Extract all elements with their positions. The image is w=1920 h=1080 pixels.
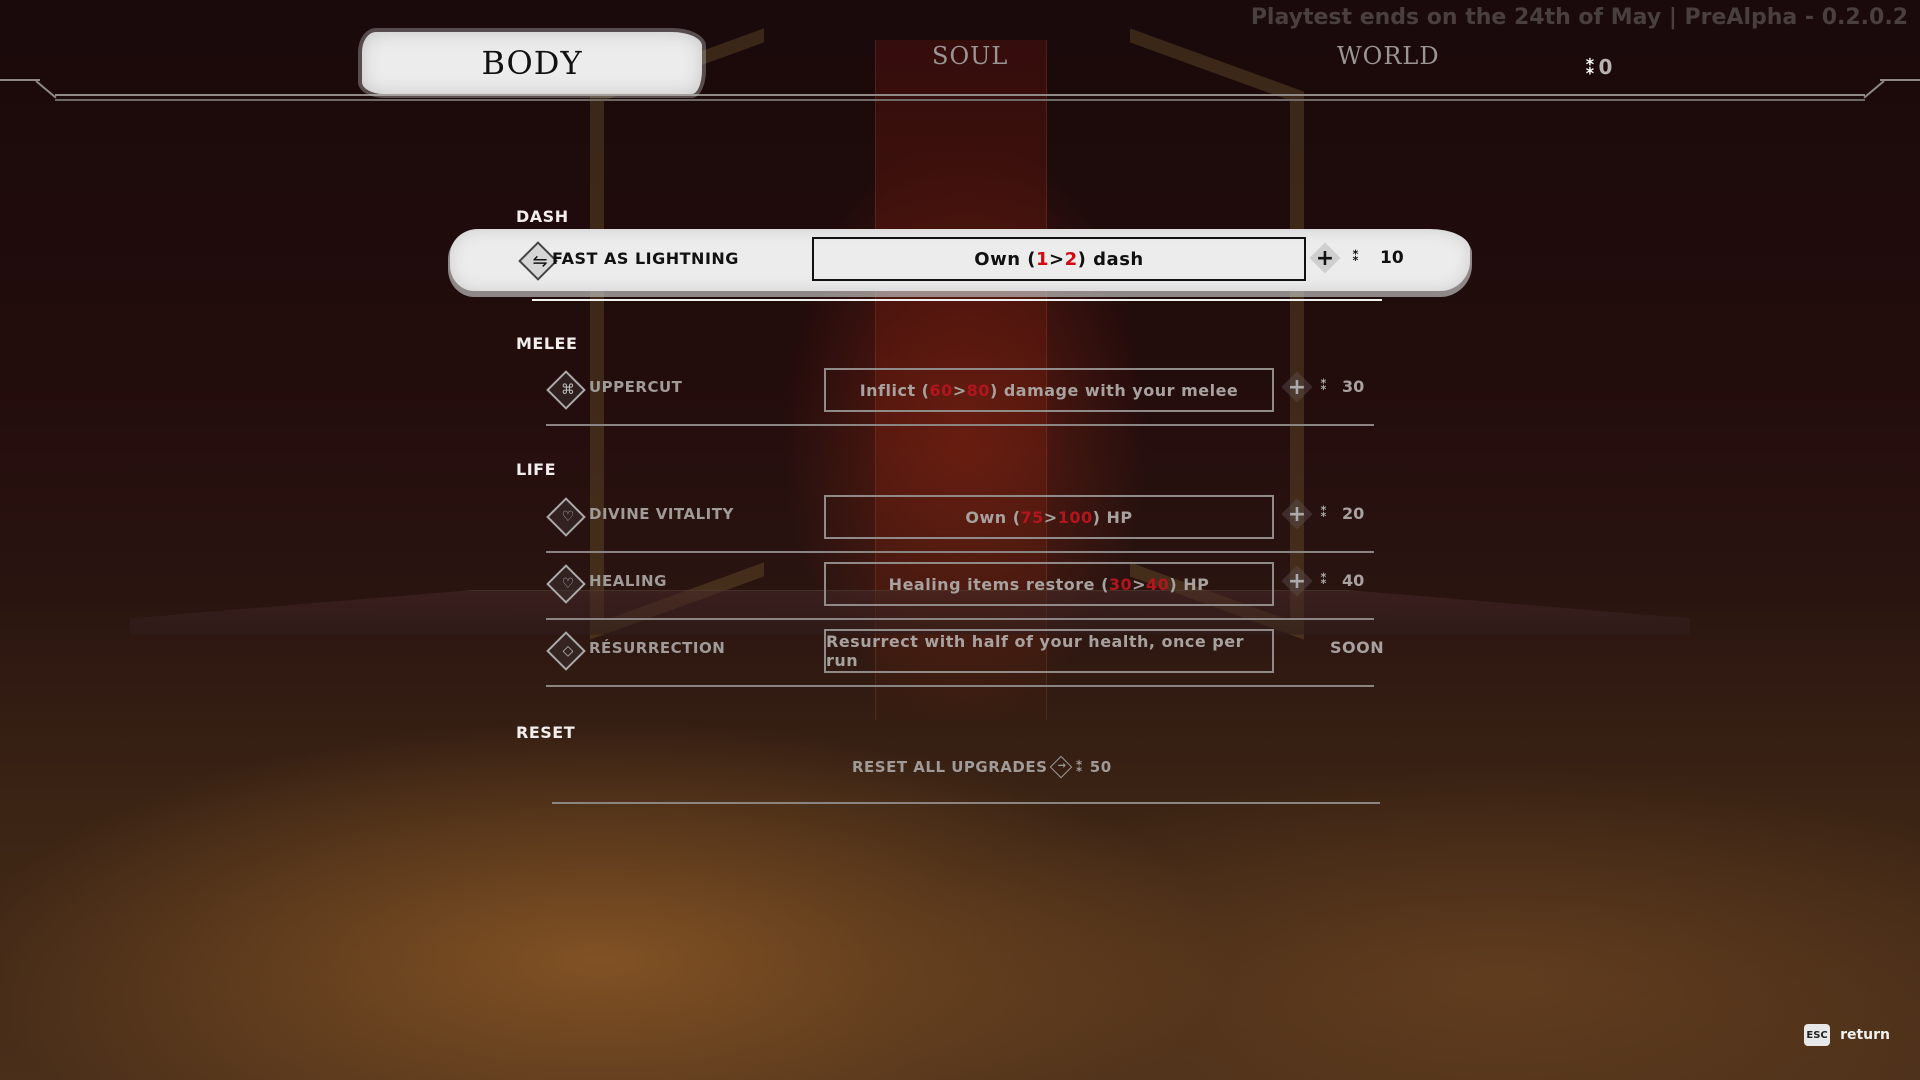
- heart-icon: ♡: [561, 576, 575, 592]
- reset-cost: 50: [1089, 758, 1112, 776]
- desc-separator: >: [1043, 507, 1058, 527]
- top-nav-bar: BODY SOUL WORLD ⁑0: [0, 0, 1920, 110]
- desc-text: ) HP: [1092, 507, 1133, 527]
- upgrade-description: Resurrect with half of your health, once…: [824, 629, 1274, 673]
- plus-icon: +: [1287, 568, 1307, 594]
- buy-upgrade-button[interactable]: +: [1281, 371, 1313, 403]
- resurrection-icon: ◇: [562, 643, 574, 659]
- current-value: 1: [1036, 248, 1050, 270]
- plus-icon: +: [1287, 501, 1307, 527]
- upgrade-description: Own (1 > 2) dash: [812, 237, 1306, 281]
- next-value: 40: [1146, 574, 1170, 594]
- soul-gem-icon: ⁑: [1585, 55, 1596, 79]
- tab-body[interactable]: BODY: [362, 32, 702, 94]
- upgrade-cost: 20: [1342, 504, 1365, 523]
- currency-balance: ⁑0: [1585, 55, 1612, 79]
- current-value: 75: [1020, 507, 1044, 527]
- current-value: 60: [929, 380, 953, 400]
- row-divider: [546, 424, 1374, 426]
- buy-upgrade-button[interactable]: +: [1281, 565, 1313, 597]
- tab-soul[interactable]: SOUL: [932, 42, 1009, 70]
- upgrade-cost: 30: [1342, 377, 1365, 396]
- section-title-reset: RESET: [516, 723, 576, 742]
- desc-text: Own (: [974, 248, 1037, 270]
- refund-arrow-icon: →: [1050, 755, 1073, 779]
- soul-gem-icon: ⁑: [1320, 505, 1328, 521]
- desc-text: ) dash: [1077, 248, 1144, 270]
- row-divider: [546, 551, 1374, 553]
- section-title-melee: MELEE: [516, 334, 578, 353]
- nav-line-edge-left: [0, 79, 40, 81]
- desc-separator: >: [952, 380, 967, 400]
- nav-line: [55, 99, 1865, 101]
- tab-world[interactable]: WORLD: [1337, 42, 1440, 70]
- reset-label: RESET ALL UPGRADES: [852, 758, 1048, 776]
- upgrade-name: UPPERCUT: [589, 378, 683, 396]
- next-value: 80: [966, 380, 990, 400]
- dash-arrows-icon: ⇋: [532, 250, 548, 272]
- upgrade-row-healing[interactable]: ♡ HEALING Healing items restore (30 > 40…: [546, 562, 1374, 620]
- upgrade-cost: 10: [1380, 248, 1404, 268]
- coming-soon-label: SOON: [1330, 638, 1385, 657]
- upgrade-row-fast-as-lightning[interactable]: ⇋ FAST AS LIGHTNING Own (1 > 2) dash + ⁑…: [450, 229, 1470, 301]
- desc-separator: >: [1132, 574, 1147, 594]
- playtest-notice: Playtest ends on the 24th of May | PreAl…: [1250, 5, 1908, 30]
- upgrade-name: FAST AS LIGHTNING: [552, 249, 739, 268]
- next-value: 100: [1057, 507, 1093, 527]
- upgrade-row-uppercut[interactable]: ⌘ UPPERCUT Inflict (60 > 80) damage with…: [546, 368, 1374, 426]
- desc-text: Resurrect with half of your health, once…: [826, 632, 1244, 670]
- upgrade-cost: 40: [1342, 571, 1365, 590]
- upgrade-description: Healing items restore (30 > 40) HP: [824, 562, 1274, 606]
- reset-row: RESET ALL UPGRADES → ⁑ 50: [552, 752, 1380, 804]
- upgrade-description: Inflict (60 > 80) damage with your melee: [824, 368, 1274, 412]
- return-label: return: [1840, 1027, 1890, 1043]
- desc-text: Healing items restore (: [888, 574, 1109, 594]
- currency-amount: 0: [1598, 55, 1613, 79]
- current-value: 30: [1108, 574, 1133, 594]
- esc-key-icon: ESC: [1804, 1024, 1831, 1046]
- background-frame-right: [1130, 28, 1304, 640]
- row-divider: [546, 618, 1374, 620]
- next-value: 2: [1064, 248, 1078, 270]
- soul-gem-icon: ⁑: [1352, 249, 1360, 265]
- plus-icon: +: [1287, 374, 1307, 400]
- buy-upgrade-button[interactable]: +: [1281, 498, 1313, 530]
- upgrade-name: DIVINE VITALITY: [589, 505, 734, 523]
- row-divider: [552, 802, 1380, 804]
- nav-line-bevel-left: [35, 80, 57, 99]
- desc-text: ) damage with your melee: [989, 380, 1239, 400]
- return-button[interactable]: ESC return: [1804, 1024, 1890, 1046]
- buy-upgrade-button[interactable]: +: [1309, 242, 1341, 274]
- soul-gem-icon: ⁑: [1075, 758, 1084, 776]
- row-divider: [532, 299, 1382, 301]
- upgrade-name: HEALING: [589, 572, 667, 590]
- upgrade-row-resurrection[interactable]: ◇ RÉSURRECTION Resurrect with half of yo…: [546, 629, 1384, 687]
- plus-icon: +: [1315, 245, 1335, 271]
- desc-text: ) HP: [1169, 574, 1210, 594]
- row-divider: [546, 685, 1374, 687]
- nav-line: [55, 94, 1865, 96]
- upgrade-description: Own (75 > 100) HP: [824, 495, 1274, 539]
- upgrade-name: RÉSURRECTION: [589, 639, 726, 657]
- desc-separator: >: [1049, 248, 1065, 270]
- section-title-dash: DASH: [516, 207, 569, 226]
- background-frame-left: [590, 28, 764, 640]
- desc-text: Inflict (: [859, 380, 930, 400]
- desc-text: Own (: [965, 507, 1021, 527]
- soul-gem-icon: ⁑: [1320, 572, 1328, 588]
- soul-gem-icon: ⁑: [1320, 378, 1328, 394]
- upgrade-row-divine-vitality[interactable]: ♡ DIVINE VITALITY Own (75 > 100) HP + ⁑ …: [546, 495, 1374, 553]
- section-title-life: LIFE: [516, 460, 557, 479]
- nav-line-edge-right: [1880, 79, 1920, 81]
- heart-icon: ♡: [561, 509, 575, 525]
- reset-all-upgrades-button[interactable]: RESET ALL UPGRADES → ⁑ 50: [852, 755, 1112, 779]
- nav-line-bevel-right: [1863, 80, 1885, 99]
- uppercut-icon: ⌘: [561, 382, 575, 398]
